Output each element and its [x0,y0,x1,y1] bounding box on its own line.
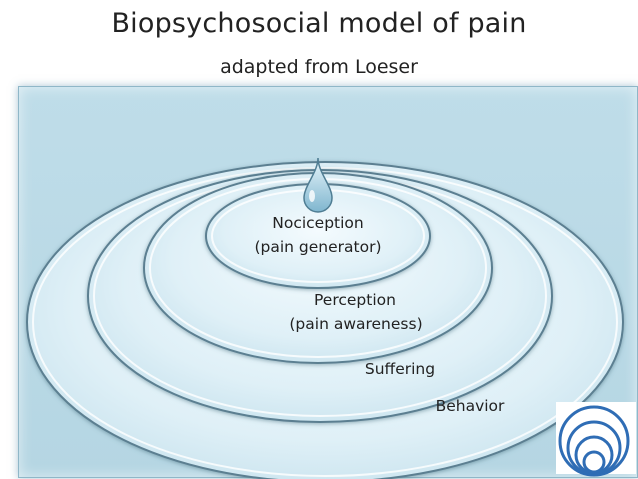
page-subtitle: adapted from Loeser [220,56,418,78]
nociception-sublabel: (pain generator) [254,238,382,256]
page-title: Biopsychosocial model of pain [111,8,527,39]
suffering-label: Suffering [364,360,436,378]
perception-label: Perception [314,291,396,309]
nested-circles-logo-icon [556,402,636,477]
water-drop-icon [303,157,333,213]
behavior-label: Behavior [435,397,505,415]
nociception-label: Nociception [272,214,364,232]
perception-sublabel: (pain awareness) [289,315,423,333]
